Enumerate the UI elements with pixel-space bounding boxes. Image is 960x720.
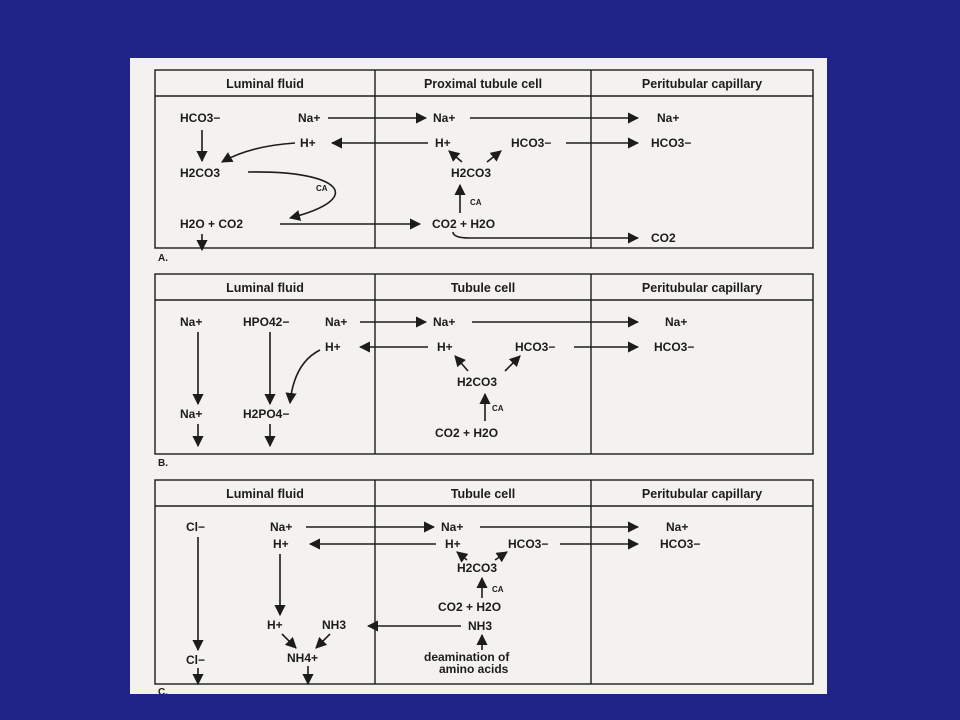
b-arrow-h-to-h2po4 (285, 349, 321, 405)
c-cap-na: Na+ (666, 520, 688, 534)
panel-c-header-lumen: Luminal fluid (226, 487, 304, 501)
renal-acid-base-diagram: Luminal fluid Proximal tubule cell Perit… (154, 69, 814, 694)
c-cell-h: H+ (445, 537, 461, 551)
c-lumen-h-bottom: H+ (267, 618, 283, 632)
c-arrow-h-to-nh4 (281, 633, 297, 649)
a-lumen-na: Na+ (298, 111, 320, 125)
panel-a-header-cell: Proximal tubule cell (424, 77, 542, 91)
a-arrow-h2co3-to-h (448, 150, 463, 163)
a-cell-h2co3: H2CO3 (451, 166, 491, 180)
a-lumen-hco3: HCO3− (180, 111, 220, 125)
panel-a: Luminal fluid Proximal tubule cell Perit… (154, 69, 814, 264)
a-arrow-h2co3-to-hco3 (486, 150, 502, 163)
c-lumen-h: H+ (273, 537, 289, 551)
panel-b-header-lumen: Luminal fluid (226, 281, 304, 295)
a-lumen-h: H+ (300, 136, 316, 150)
b-cell-na: Na+ (433, 315, 455, 329)
panel-c-header-cell: Tubule cell (451, 487, 515, 501)
c-cell-amino-acids: amino acids (439, 662, 509, 676)
b-cell-co2-h2o: CO2 + H2O (435, 426, 498, 440)
b-cell-h2co3: H2CO3 (457, 375, 497, 389)
panel-b: Luminal fluid Tubule cell Peritubular ca… (154, 273, 814, 469)
c-cell-na: Na+ (441, 520, 463, 534)
panel-c-frame (154, 479, 814, 685)
c-lumen-cl: Cl− (186, 520, 205, 534)
a-cell-na: Na+ (433, 111, 455, 125)
c-lumen-nh4: NH4+ (287, 651, 318, 665)
c-cell-nh3: NH3 (468, 619, 492, 633)
b-cell-h: H+ (437, 340, 453, 354)
panel-b-letter: B. (158, 458, 168, 469)
b-lumen-na: Na+ (325, 315, 347, 329)
panel-b-header-cell: Tubule cell (451, 281, 515, 295)
a-cap-na: Na+ (657, 111, 679, 125)
c-lumen-cl-bottom: Cl− (186, 653, 205, 667)
a-cap-hco3: HCO3− (651, 136, 691, 150)
a-cell-hco3: HCO3− (511, 136, 551, 150)
panel-a-header-lumen: Luminal fluid (226, 77, 304, 91)
a-arrow-co2-to-cap (452, 231, 640, 244)
a-lumen-ca: CA (316, 184, 328, 193)
b-cell-ca: CA (492, 404, 504, 413)
a-lumen-h2o-co2: H2O + CO2 (180, 217, 243, 231)
a-cell-co2-h2o: CO2 + H2O (432, 217, 495, 231)
a-lumen-h2co3: H2CO3 (180, 166, 220, 180)
panel-a-frame (154, 69, 814, 249)
b-arrow-h2co3-to-hco3 (504, 355, 521, 372)
panel-c: Luminal fluid Tubule cell Peritubular ca… (154, 479, 814, 694)
b-arrow-h2co3-to-h (454, 355, 469, 372)
c-cell-co2-h2o: CO2 + H2O (438, 600, 501, 614)
b-lumen-h: H+ (325, 340, 341, 354)
c-lumen-na: Na+ (270, 520, 292, 534)
c-cap-hco3: HCO3− (660, 537, 700, 551)
b-cap-hco3: HCO3− (654, 340, 694, 354)
c-arrow-nh3-to-nh4 (315, 633, 331, 649)
c-cell-deamination: deamination of (424, 650, 510, 664)
a-cap-co2: CO2 (651, 231, 676, 245)
panel-a-header-capillary: Peritubular capillary (642, 77, 762, 91)
b-lumen-h2po4: H2PO4− (243, 407, 289, 421)
a-arrow-h2co3-to-h2o (247, 171, 337, 221)
c-cell-h2co3: H2CO3 (457, 561, 497, 575)
panel-a-letter: A. (158, 253, 168, 264)
a-arrow-h-to-h2co3 (221, 142, 296, 163)
a-cell-ca: CA (470, 198, 482, 207)
c-cell-hco3: HCO3− (508, 537, 548, 551)
c-arrow-h2co3-to-h (456, 551, 469, 563)
b-cell-hco3: HCO3− (515, 340, 555, 354)
diagram-page: Luminal fluid Proximal tubule cell Perit… (130, 58, 827, 694)
a-cell-h: H+ (435, 136, 451, 150)
panel-c-header-capillary: Peritubular capillary (642, 487, 762, 501)
c-arrow-h2co3-to-hco3 (494, 551, 508, 563)
panel-b-header-capillary: Peritubular capillary (642, 281, 762, 295)
panel-b-frame (154, 273, 814, 455)
b-lumen-hpo4: HPO42− (243, 315, 289, 329)
b-cap-na: Na+ (665, 315, 687, 329)
panel-c-letter: C. (158, 687, 168, 694)
b-lumen-na-bottom: Na+ (180, 407, 202, 421)
b-lumen-na-left: Na+ (180, 315, 202, 329)
c-lumen-nh3: NH3 (322, 618, 346, 632)
c-cell-ca: CA (492, 585, 504, 594)
